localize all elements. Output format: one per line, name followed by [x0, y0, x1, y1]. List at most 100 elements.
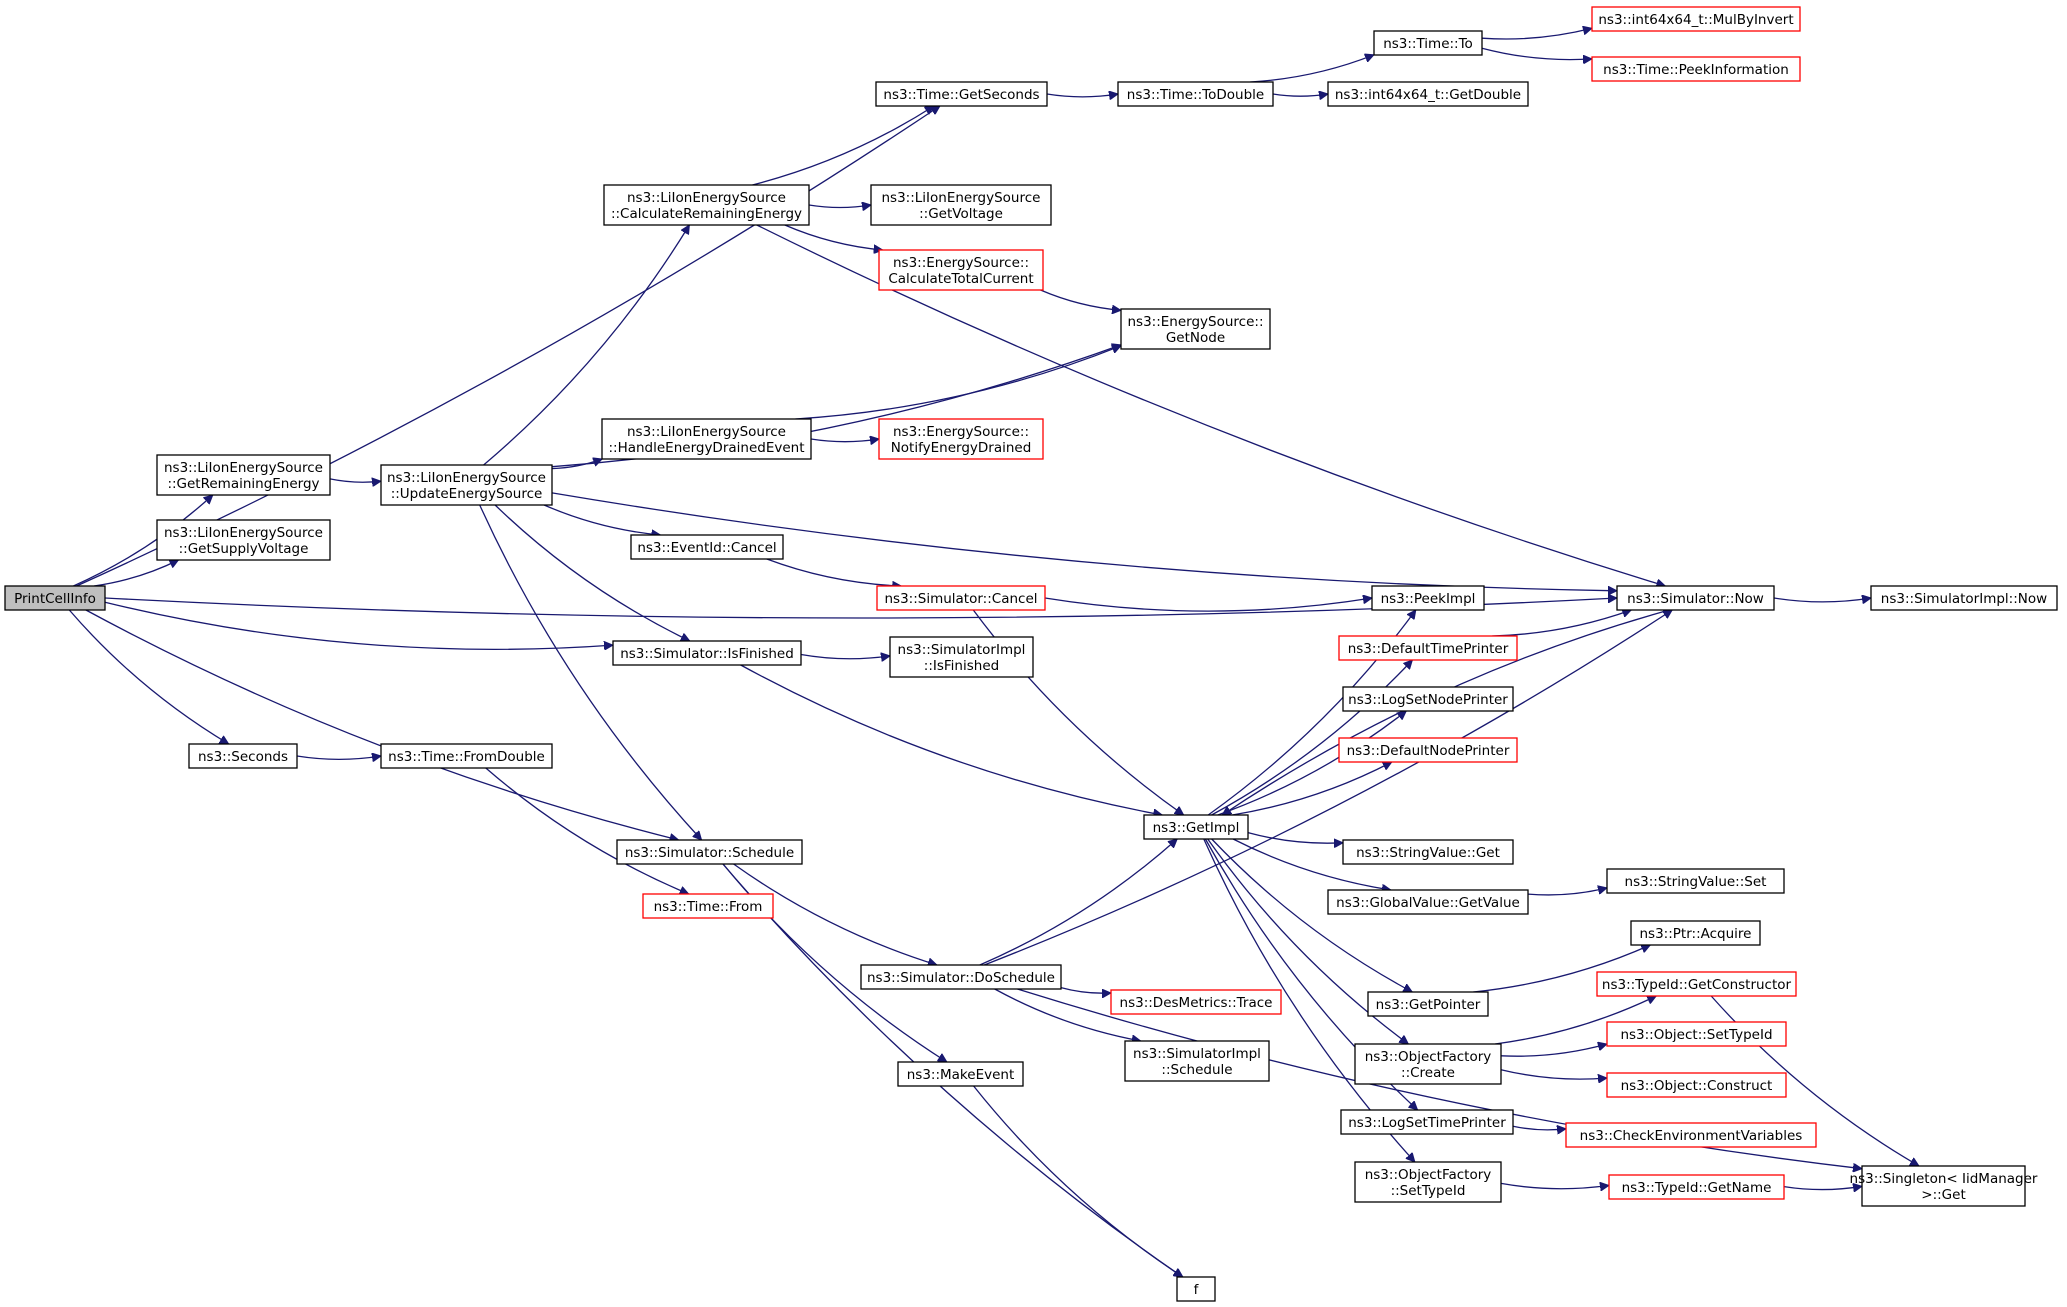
node-label: ::GetRemainingEnergy: [167, 476, 319, 492]
node-box: [1616, 585, 1775, 611]
node-ns3-energysource-calculatetotalcurrent[interactable]: ns3::EnergySource::CalculateTotalCurrent: [878, 249, 1044, 291]
node-label: ns3::MakeEvent: [907, 1067, 1015, 1083]
edge-getptr-to-ptracq: [1473, 945, 1650, 993]
node-ns3-seconds[interactable]: ns3::Seconds: [188, 743, 298, 769]
node-ns3-time-fromdouble[interactable]: ns3::Time::FromDouble: [380, 743, 553, 769]
node-box: [1870, 585, 2058, 611]
node-ns3-getimpl[interactable]: ns3::GetImpl: [1143, 814, 1249, 840]
node-label: ns3::int64x64_t::GetDouble: [1335, 87, 1521, 103]
node-ns3-ptr-acquire[interactable]: ns3::Ptr::Acquire: [1630, 920, 1761, 946]
node-label: ns3::LiIonEnergySource: [164, 460, 323, 476]
node-ns3-simulatorimpl-now[interactable]: ns3::SimulatorImpl::Now: [1870, 585, 2058, 611]
edge-deftp-to-simnow: [1492, 610, 1631, 637]
edge-isfin-to-implfin: [800, 655, 890, 659]
node-ns3-liionenergysource-getvoltage[interactable]: ns3::LiIonEnergySource::GetVoltage: [870, 184, 1052, 226]
edge-getimpl-to-gvget: [1232, 838, 1391, 890]
node-ns3-simulatorimpl-isfinished[interactable]: ns3::SimulatorImpl::IsFinished: [889, 636, 1034, 678]
node-ns3-time-getseconds[interactable]: ns3::Time::GetSeconds: [875, 81, 1048, 107]
node-ns3-object-construct[interactable]: ns3::Object::Construct: [1606, 1072, 1787, 1098]
node-ns3-simulator-schedule[interactable]: ns3::Simulator::Schedule: [616, 839, 803, 865]
edge-upd-to-calcrem: [483, 225, 690, 466]
node-ns3-simulator-cancel[interactable]: ns3::Simulator::Cancel: [876, 585, 1046, 611]
edge-dosched-to-implsched: [994, 988, 1141, 1041]
node-ns3-getpointer[interactable]: ns3::GetPointer: [1367, 991, 1489, 1017]
node-f[interactable]: f: [1176, 1276, 1216, 1302]
node-box: [1596, 971, 1797, 997]
node-ns3-int64x64-t-getdouble[interactable]: ns3::int64x64_t::GetDouble: [1327, 81, 1529, 107]
node-ns3-defaultnodeprinter[interactable]: ns3::DefaultNodePrinter: [1338, 737, 1518, 763]
node-ns3-simulator-now[interactable]: ns3::Simulator::Now: [1616, 585, 1775, 611]
node-ns3-time-peekinformation[interactable]: ns3::Time::PeekInformation: [1591, 56, 1801, 82]
edge-getimpl-to-defnp: [1232, 761, 1392, 816]
node-label: GetNode: [1166, 330, 1225, 346]
node-label: ns3::Time::GetSeconds: [883, 87, 1039, 103]
node-label: ns3::Object::Construct: [1621, 1078, 1773, 1094]
node-ns3-singleton-iidmanager-get[interactable]: ns3::Singleton< IidManager>::Get: [1850, 1165, 2038, 1207]
node-ns3-stringvalue-get[interactable]: ns3::StringValue::Get: [1342, 839, 1514, 865]
node-ns3-globalvalue-getvalue[interactable]: ns3::GlobalValue::GetValue: [1327, 889, 1529, 915]
node-ns3-logsettimeprinter[interactable]: ns3::LogSetTimePrinter: [1340, 1109, 1514, 1135]
node-label: ns3::TypeId::GetConstructor: [1602, 977, 1792, 993]
node-ns3-peekimpl[interactable]: ns3::PeekImpl: [1371, 585, 1485, 611]
node-ns3-typeid-getconstructor[interactable]: ns3::TypeId::GetConstructor: [1596, 971, 1797, 997]
node-ns3-object-settypeid[interactable]: ns3::Object::SetTypeId: [1606, 1021, 1787, 1047]
node-ns3-liionenergysource-getsupplyvoltage[interactable]: ns3::LiIonEnergySource::GetSupplyVoltage: [156, 519, 331, 561]
node-ns3-objectfactory-create[interactable]: ns3::ObjectFactory::Create: [1354, 1043, 1502, 1085]
node-ns3-eventid-cancel[interactable]: ns3::EventId::Cancel: [630, 534, 784, 560]
edge-getimpl-to-logsetnp: [1217, 711, 1407, 816]
node-ns3-simulatorimpl-schedule[interactable]: ns3::SimulatorImpl::Schedule: [1124, 1040, 1270, 1082]
node-label: f: [1194, 1282, 1200, 1298]
node-ns3-checkenvironmentvariables[interactable]: ns3::CheckEnvironmentVariables: [1565, 1122, 1817, 1148]
node-ns3-desmetrics-trace[interactable]: ns3::DesMetrics::Trace: [1110, 989, 1282, 1015]
node-ns3-time-from[interactable]: ns3::Time::From: [642, 893, 774, 919]
node-label: ns3::Object::SetTypeId: [1620, 1027, 1772, 1043]
edge-simnow-to-implnow: [1773, 598, 1871, 602]
node-ns3-energysource-getnode[interactable]: ns3::EnergySource::GetNode: [1120, 308, 1271, 350]
node-ns3-logsetnodeprinter[interactable]: ns3::LogSetNodePrinter: [1342, 686, 1514, 712]
node-ns3-time-todouble[interactable]: ns3::Time::ToDouble: [1117, 81, 1274, 107]
node-ns3-simulator-doschedule[interactable]: ns3::Simulator::DoSchedule: [860, 964, 1062, 990]
node-box: [1176, 1276, 1216, 1302]
node-ns3-makeevent[interactable]: ns3::MakeEvent: [897, 1061, 1024, 1087]
node-ns3-liionenergysource-updateenergysource[interactable]: ns3::LiIonEnergySource::UpdateEnergySour…: [380, 464, 553, 506]
node-label: ::CalculateRemainingEnergy: [611, 206, 802, 222]
node-ns3-liionenergysource-calculateremainingenergy[interactable]: ns3::LiIonEnergySource::CalculateRemaini…: [603, 184, 810, 226]
node-ns3-liionenergysource-getremainingenergy[interactable]: ns3::LiIonEnergySource::GetRemainingEner…: [156, 454, 331, 496]
edge-upd-to-evcancel: [543, 504, 660, 535]
edge-ofcreate-to-getctor: [1495, 996, 1656, 1045]
node-box: [188, 743, 298, 769]
node-label: ns3::GetPointer: [1376, 997, 1481, 1013]
node-box: [1565, 1122, 1817, 1148]
node-ns3-liionenergysource-handleenergydrainedevent[interactable]: ns3::LiIonEnergySource::HandleEnergyDrai…: [601, 418, 812, 460]
edge-handle-to-notify: [810, 439, 879, 442]
node-ns3-simulator-isfinished[interactable]: ns3::Simulator::IsFinished: [612, 640, 802, 666]
node-label: ns3::Time::FromDouble: [388, 749, 545, 765]
node-label: ns3::GetImpl: [1153, 820, 1240, 836]
node-ns3-objectfactory-settypeid[interactable]: ns3::ObjectFactory::SetTypeId: [1354, 1161, 1502, 1203]
node-box: [1342, 839, 1514, 865]
node-box: [616, 839, 803, 865]
node-printcellinfo[interactable]: PrintCellInfo: [4, 585, 106, 611]
edge-print-to-getsup: [93, 559, 179, 587]
edge-simcancel-to-peekimpl: [1044, 598, 1372, 612]
node-ns3-defaulttimeprinter[interactable]: ns3::DefaultTimePrinter: [1338, 635, 1518, 661]
node-box: [1371, 585, 1485, 611]
node-label: ns3::Simulator::Cancel: [884, 591, 1037, 607]
node-label: ns3::LiIonEnergySource: [387, 470, 546, 486]
edge-calctot-to-getnode: [1040, 289, 1122, 310]
node-box: [1327, 81, 1529, 107]
node-ns3-time-to[interactable]: ns3::Time::To: [1373, 30, 1483, 56]
edge-dosched-to-simnow: [984, 610, 1672, 966]
node-ns3-energysource-notifyenergydrained[interactable]: ns3::EnergySource::NotifyEnergyDrained: [878, 418, 1044, 460]
node-label: ns3::int64x64_t::MulByInvert: [1598, 12, 1793, 28]
node-ns3-typeid-getname[interactable]: ns3::TypeId::GetName: [1608, 1174, 1785, 1200]
node-ns3-int64x64-t-mulbyinvert[interactable]: ns3::int64x64_t::MulByInvert: [1591, 6, 1801, 32]
edge-getimpl-to-ofcreate: [1207, 838, 1409, 1044]
node-label: ns3::Simulator::DoSchedule: [867, 970, 1055, 986]
node-box: [1861, 1165, 2026, 1207]
node-box: [603, 184, 810, 226]
node-ns3-stringvalue-set[interactable]: ns3::StringValue::Set: [1606, 868, 1785, 894]
node-box: [1340, 1109, 1514, 1135]
node-layer: PrintCellInfo ns3::LiIonEnergySource::Get…: [4, 6, 2058, 1302]
node-label: ns3::LogSetTimePrinter: [1348, 1115, 1506, 1131]
